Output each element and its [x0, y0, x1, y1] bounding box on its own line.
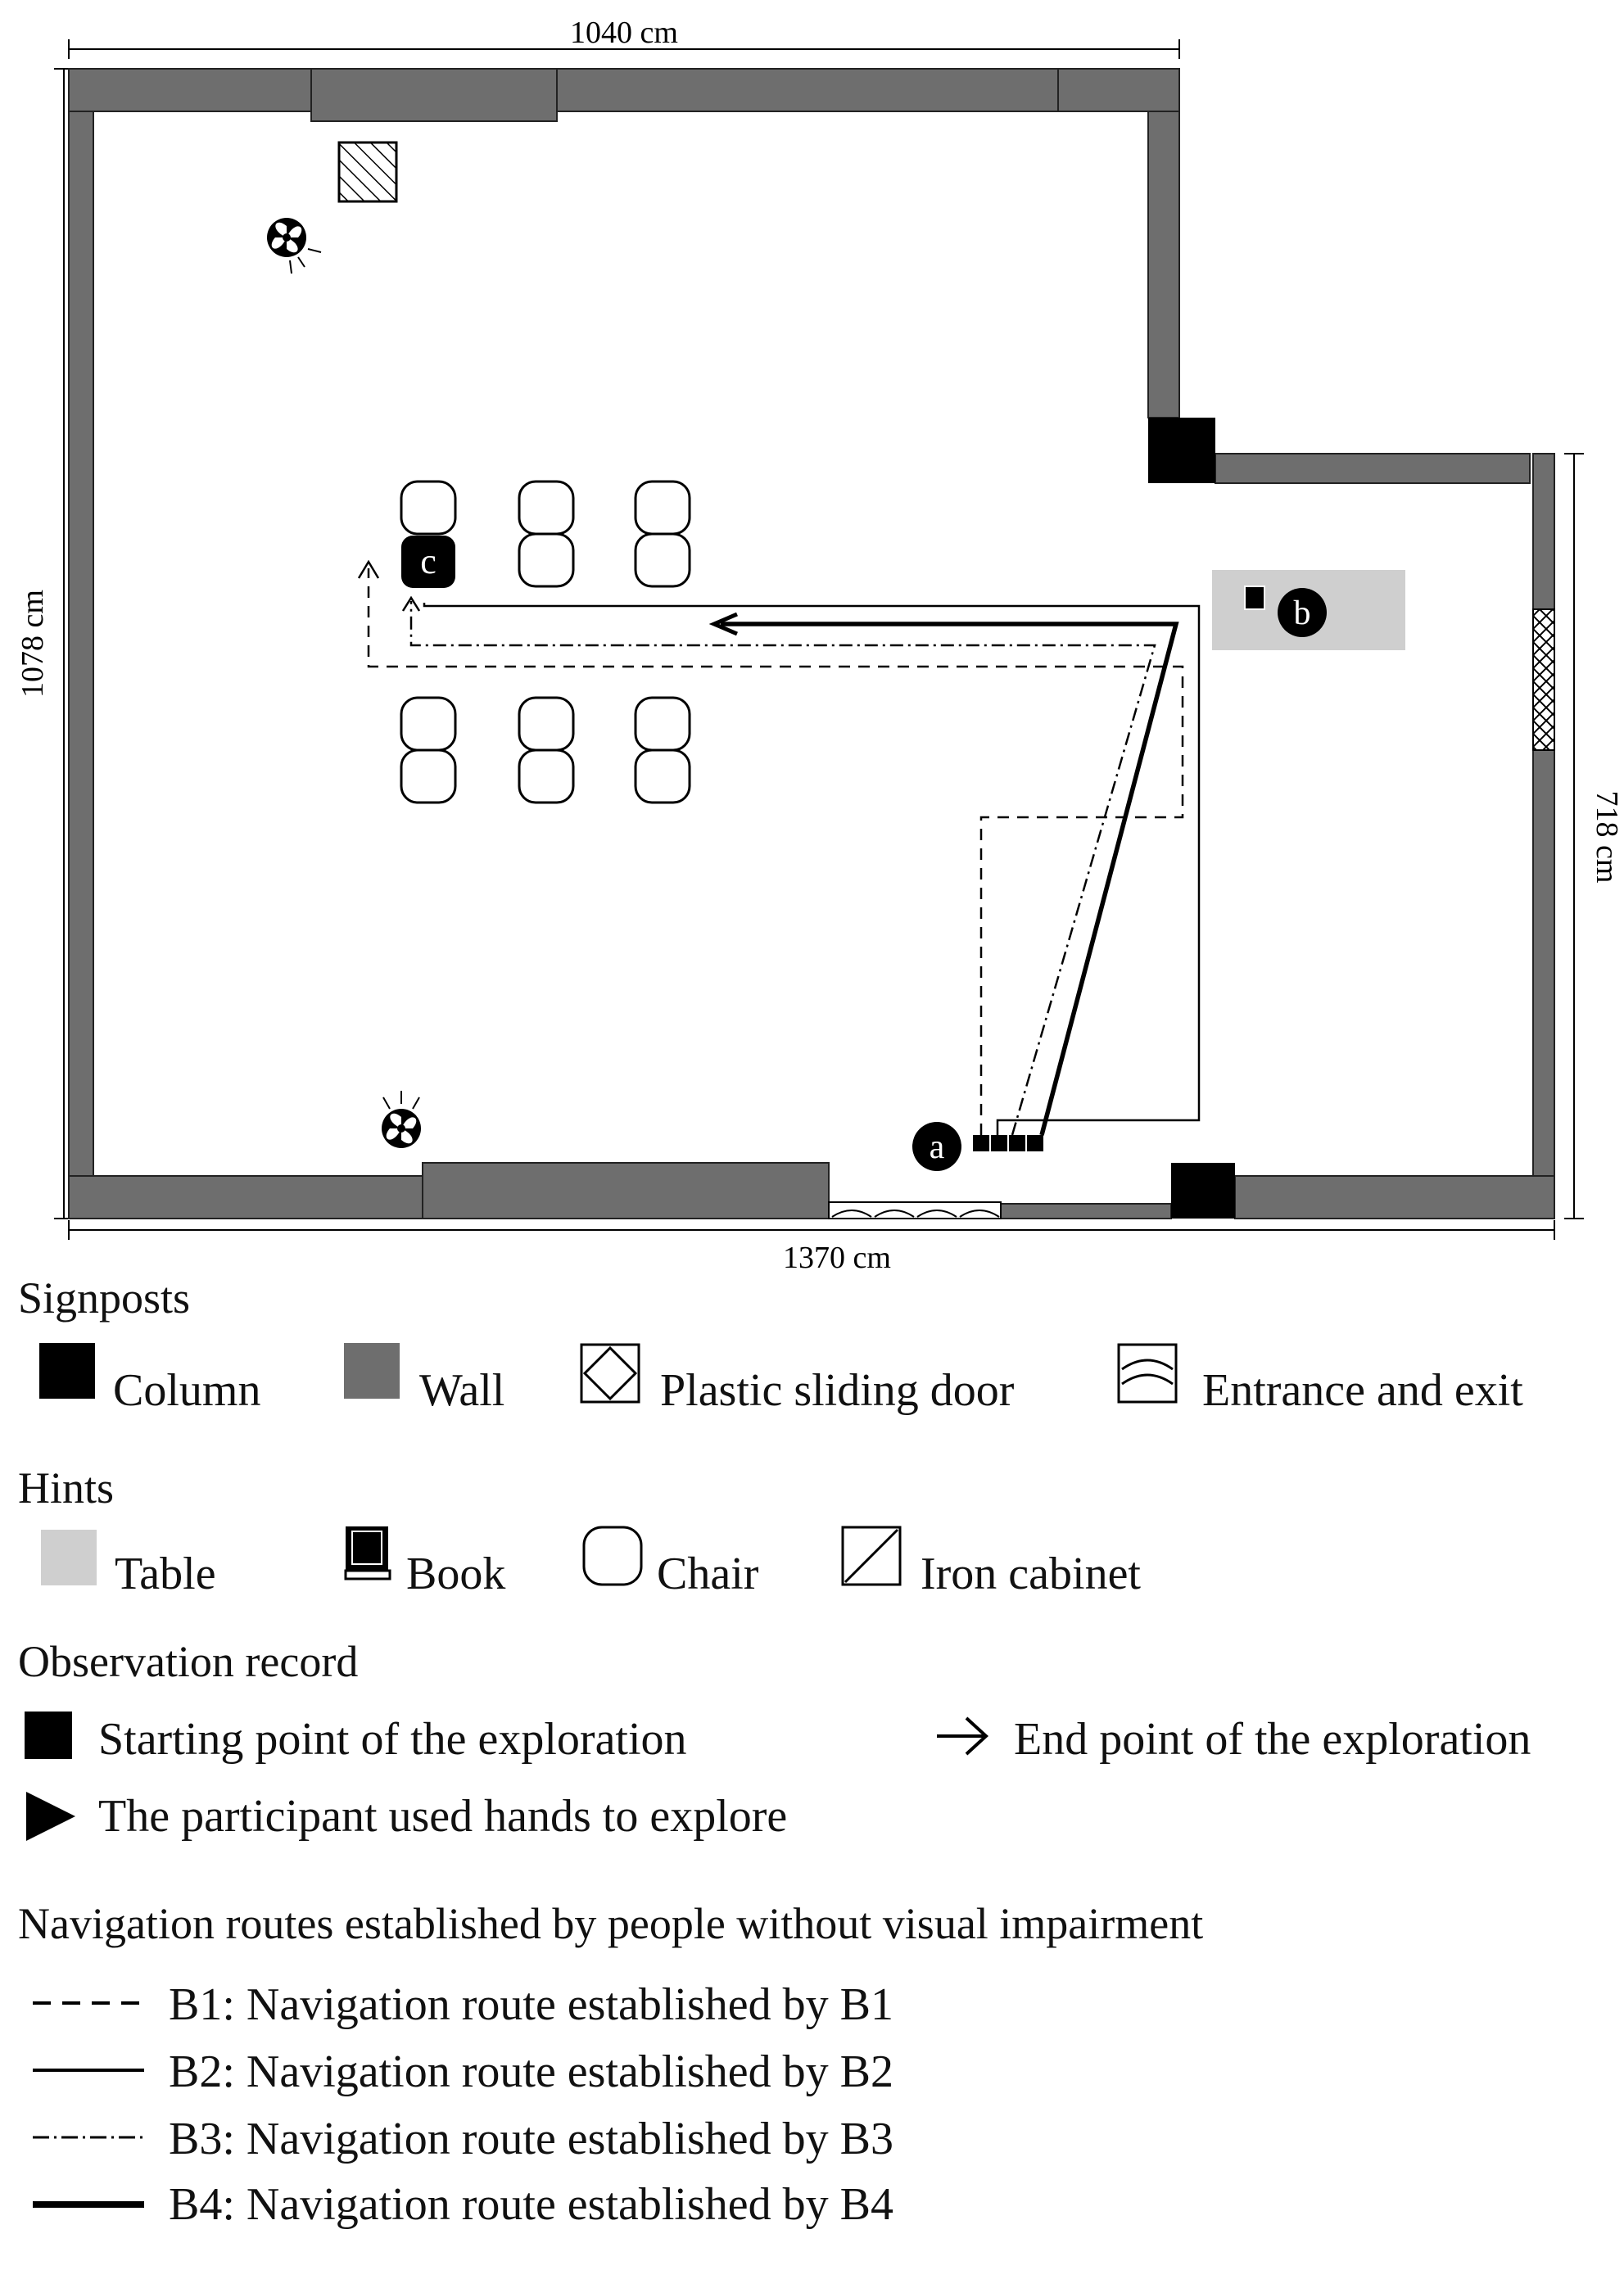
legend-table-label: Table [115, 1549, 216, 1599]
wall-top-1 [68, 68, 312, 112]
wall-bottom-2 [422, 1162, 830, 1219]
legend-hands-label: The participant used hands to explore [98, 1791, 788, 1842]
table-legend-icon [41, 1530, 97, 1585]
legend-b2-label: B2: Navigation route established by B2 [169, 2046, 893, 2097]
chair [634, 532, 691, 588]
legend-observation-title: Observation record [18, 1637, 359, 1686]
legend-entrance-label: Entrance and exit [1202, 1365, 1523, 1416]
legend-b1-label: B1: Navigation route established by B1 [169, 1979, 893, 2030]
route-b1-legend-line [33, 2001, 144, 2005]
chair [518, 480, 575, 536]
legend-start-label: Starting point of the exploration [98, 1714, 687, 1765]
legend-b3-label: B3: Navigation route established by B3 [169, 2114, 893, 2164]
legend-end-label: End point of the exploration [1014, 1714, 1531, 1765]
wall-bottom-3 [1000, 1203, 1172, 1219]
chair [634, 748, 691, 804]
chairs [400, 480, 691, 804]
chair [400, 480, 457, 536]
wall-notch-vertical [1147, 111, 1180, 418]
dimension-top [68, 39, 1180, 59]
route-b2 [423, 603, 1201, 1135]
marker-b-circle [1278, 588, 1327, 637]
cabinet-legend-icon [841, 1526, 902, 1586]
dimension-top-label: 1040 cm [570, 16, 678, 50]
book-icon [1244, 586, 1265, 610]
wall-legend-icon [344, 1343, 400, 1399]
marker-a-label: a [930, 1128, 945, 1166]
wall-top-4 [1057, 68, 1180, 112]
fan-icon [382, 1091, 421, 1148]
legend-signposts-title: Signposts [18, 1273, 191, 1323]
marker-a-circle [912, 1122, 961, 1171]
route-b4-legend-line [33, 2201, 144, 2208]
dimension-right-label: 718 cm [1590, 791, 1624, 884]
wall-right-1 [1532, 453, 1555, 610]
walls [68, 68, 1555, 1219]
plastic-door-legend-icon [580, 1343, 640, 1404]
chair [518, 532, 575, 588]
columns [1148, 418, 1235, 1219]
route-b3 [409, 601, 1156, 1136]
column-legend-icon [39, 1343, 95, 1399]
start-point-legend-icon [25, 1712, 72, 1759]
chair [634, 696, 691, 752]
route-b1-arrow [357, 559, 380, 579]
legend-wall-label: Wall [419, 1365, 505, 1416]
route-b3-legend-line [33, 2136, 144, 2139]
wall-left [68, 111, 94, 1177]
wall-right-2 [1532, 749, 1555, 1177]
legend-column-label: Column [113, 1365, 261, 1416]
arrow-right-icon [937, 1716, 988, 1756]
plastic-sliding-door [1532, 608, 1555, 751]
dimension-left-label: 1078 cm [16, 590, 50, 698]
dimension-bottom-label: 1370 cm [783, 1241, 891, 1275]
dimension-bottom [68, 1220, 1555, 1240]
wall-notch-horizontal [1215, 453, 1531, 484]
wall-top-2 [310, 68, 558, 122]
chair [400, 696, 457, 752]
legend-plastic-door-label: Plastic sliding door [660, 1365, 1015, 1416]
floor-plan: 1040 cm 1078 cm 718 cm 1370 cm [16, 16, 1624, 1275]
legend-hints-title: Hints [18, 1463, 115, 1513]
route-b1 [367, 568, 1184, 1135]
starting-points [973, 1135, 1043, 1151]
fan-icon [267, 218, 322, 274]
chair-legend-icon [582, 1526, 643, 1586]
legend-b4-label: B4: Navigation route established by B4 [169, 2179, 893, 2230]
entrance-exit [828, 1201, 1002, 1219]
column-notch [1148, 418, 1215, 483]
marker-c-label: c [420, 541, 437, 581]
legend-chair-label: Chair [657, 1549, 759, 1599]
chair-target [401, 536, 455, 588]
wall-bottom-4 [1234, 1175, 1555, 1219]
route-b2-legend-line [33, 2069, 144, 2072]
entrance-legend-icon [1117, 1343, 1178, 1404]
legend-routes-title: Navigation routes established by people … [18, 1899, 1204, 1948]
dimension-right [1564, 453, 1584, 1219]
chair [634, 480, 691, 536]
route-b4-arrow [708, 612, 738, 636]
column-bottom [1171, 1163, 1235, 1219]
legend-book-label: Book [406, 1549, 506, 1599]
legend-cabinet-label: Iron cabinet [921, 1549, 1141, 1599]
chair [518, 696, 575, 752]
hands-triangle-icon [26, 1792, 75, 1841]
chair [518, 748, 575, 804]
book-legend-icon [344, 1526, 391, 1580]
wall-bottom-1 [68, 1175, 423, 1219]
chair [400, 748, 457, 804]
marker-b-label: b [1294, 595, 1311, 632]
route-b4 [721, 622, 1179, 1136]
wall-top-3 [556, 68, 1059, 112]
route-b3-arrow [401, 595, 421, 612]
iron-cabinet [337, 141, 398, 203]
